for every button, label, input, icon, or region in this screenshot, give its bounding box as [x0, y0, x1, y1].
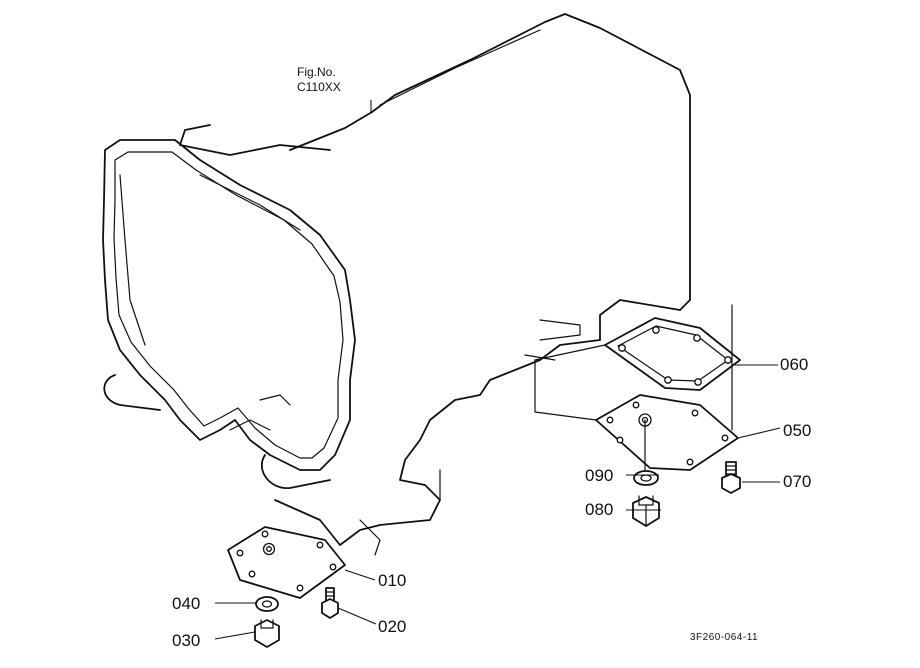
figure-reference: Fig.No. C110XX [297, 65, 341, 95]
cover-plate-050 [595, 394, 739, 471]
part-label-020: 020 [378, 617, 407, 636]
drawing-code: 3F260-064-11 [690, 632, 759, 643]
part-label-060: 060 [780, 355, 809, 374]
assembly-guide-lines [534, 304, 733, 471]
part-label-070: 070 [783, 472, 812, 491]
drain-plug-080 [632, 495, 660, 527]
bolt-070 [721, 461, 741, 494]
bolt-020 [321, 587, 339, 619]
part-label-030: 030 [172, 631, 201, 650]
part-label-010: 010 [378, 571, 407, 590]
figure-reference-line1: Fig.No. [297, 65, 336, 79]
part-label-090: 090 [585, 466, 614, 485]
part-label-040: 040 [172, 594, 201, 613]
figure-reference-line2: C110XX [297, 80, 341, 94]
leader-lines [214, 100, 781, 640]
part-label-050: 050 [783, 421, 812, 440]
bell-housing-flange [102, 139, 356, 489]
washer-090 [633, 470, 659, 486]
transmission-housing [179, 13, 691, 556]
drain-plug-030 [254, 619, 280, 648]
gasket-060 [604, 317, 741, 391]
cover-plate-010 [227, 526, 346, 599]
part-label-080: 080 [585, 500, 614, 519]
washer-040 [255, 596, 279, 612]
